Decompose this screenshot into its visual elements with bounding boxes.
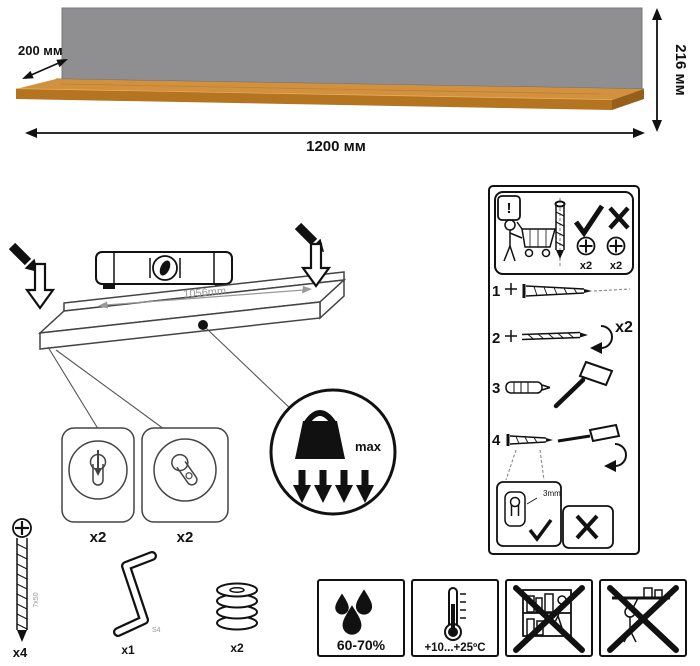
keyhole-icon-left <box>89 450 107 486</box>
step-3-number: 3 <box>492 380 500 397</box>
hanger-left-qty-label: x2 <box>90 529 107 546</box>
hole-detail-box: 3mm <box>496 481 562 547</box>
attachment-dot <box>198 320 208 330</box>
person-cart-icon <box>503 219 556 262</box>
check-icon <box>573 204 605 238</box>
instruction-panel: ! <box>488 185 640 555</box>
shelf-outline-drawing: 1056mm <box>37 271 347 433</box>
screws-qty-b-label: x2 <box>610 260 622 272</box>
weight-unit: kg <box>314 449 325 460</box>
spirit-level-icon <box>95 251 233 289</box>
hex-key-qty-label: x1 <box>121 643 135 657</box>
thermometer-icon <box>444 587 466 641</box>
load-arrows-down <box>293 470 374 503</box>
rotate-arrow-icon <box>590 325 613 354</box>
step-2-number: 2 <box>492 330 500 347</box>
no-hanging-box <box>599 579 687 657</box>
hammer-icon <box>553 360 614 409</box>
drill-bit-icon <box>521 331 588 341</box>
mount-arrows-right <box>294 222 332 288</box>
check-icon-2 <box>528 518 553 542</box>
shelf-product-render <box>15 7 645 110</box>
temperature-label: +10...+25ºC <box>424 642 485 654</box>
span-label: 1056mm <box>183 285 227 300</box>
depth-arrow <box>29 62 60 77</box>
hanger-fitting-left: x2 <box>61 427 135 546</box>
water-drops-icon <box>335 589 373 635</box>
hanger-leader-right <box>55 349 169 433</box>
screw-spec-label: 7x50 <box>33 592 40 607</box>
hole-diameter-note: 3mm <box>543 489 561 498</box>
height-label: 216 мм <box>672 44 689 95</box>
wall-plug-icon <box>505 381 551 394</box>
step-1-number: 1 <box>492 283 500 300</box>
step-2-row: 2 <box>492 325 613 354</box>
mount-black-arrow-left <box>8 242 32 266</box>
mount-black-arrow-right <box>294 222 318 246</box>
hanger-profile-icon <box>504 491 526 527</box>
step-4-number: 4 <box>492 432 501 449</box>
confirmat-screw-icon <box>12 518 32 642</box>
step-4-row: 4 <box>492 423 627 481</box>
span-dimension: 1056mm <box>98 285 312 309</box>
kettlebell-icon: 5 kg <box>295 410 345 460</box>
shelf-board-front <box>16 89 612 110</box>
depth-dimension: 200 мм <box>18 43 68 79</box>
wrong-detail-box <box>562 505 614 549</box>
weight-value: 5 <box>315 430 326 451</box>
humidity-box: 60-70% <box>317 579 405 657</box>
step-3-row: 3 <box>492 360 614 409</box>
position-mark-icon-2 <box>505 330 517 342</box>
humidity-label: 60-70% <box>337 637 386 653</box>
outline-front-face <box>39 301 321 350</box>
screw-qty-label: x4 <box>13 645 28 660</box>
no-climbing-box <box>505 579 593 657</box>
screw-icon <box>522 284 592 298</box>
step-1-row: 1 <box>492 283 631 300</box>
shelf-board-end <box>612 89 644 110</box>
cross-icon-2 <box>575 514 599 540</box>
washer-stack-icon <box>216 582 258 631</box>
rotate-arrow-icon-2 <box>604 443 627 472</box>
hanger-leader-left <box>47 346 101 433</box>
mount-arrows-left <box>8 242 56 310</box>
warning-exclamation: ! <box>507 200 512 217</box>
washer-qty-label: x2 <box>230 641 244 655</box>
screw-head-icon-a <box>576 236 596 256</box>
temperature-box: +10...+25ºC <box>411 579 499 657</box>
weight-max-label: max <box>355 439 382 454</box>
width-dimension: 1200 мм <box>25 128 645 155</box>
repeat-qty-label: x2 <box>615 319 633 336</box>
washer-stack-item: x2 <box>216 582 258 655</box>
purchase-info-box: ! <box>494 191 634 275</box>
hanger-right-qty-label: x2 <box>177 529 194 546</box>
position-mark-icon <box>505 283 517 295</box>
screw-icon-2 <box>506 434 553 446</box>
hanger-fitting-right: x2 <box>141 427 229 546</box>
width-label: 1200 мм <box>306 138 366 155</box>
weight-limit-badge: 5 kg max <box>269 388 397 516</box>
mount-down-arrow-right <box>300 242 332 288</box>
height-dimension: 216 мм <box>652 8 689 132</box>
cross-icon <box>608 206 630 230</box>
depth-label: 200 мм <box>18 43 63 58</box>
screw-vertical-icon <box>554 198 566 266</box>
shelf-board-top <box>16 79 644 100</box>
screwdriver-icon <box>557 423 621 443</box>
screw-head-icon-b <box>606 236 626 256</box>
weight-leader-line <box>205 327 295 413</box>
keyhole-icon-right <box>171 453 198 486</box>
confirmat-screw-item: 7x50 x4 <box>12 518 40 660</box>
hex-key-item: S4 x1 <box>113 551 161 657</box>
no-climb-cross-icon <box>513 585 585 653</box>
mount-down-arrow-left <box>24 262 56 310</box>
hex-key-spec-label: S4 <box>152 627 161 634</box>
no-hang-cross-icon <box>607 585 679 653</box>
screws-qty-a-label: x2 <box>580 260 592 272</box>
